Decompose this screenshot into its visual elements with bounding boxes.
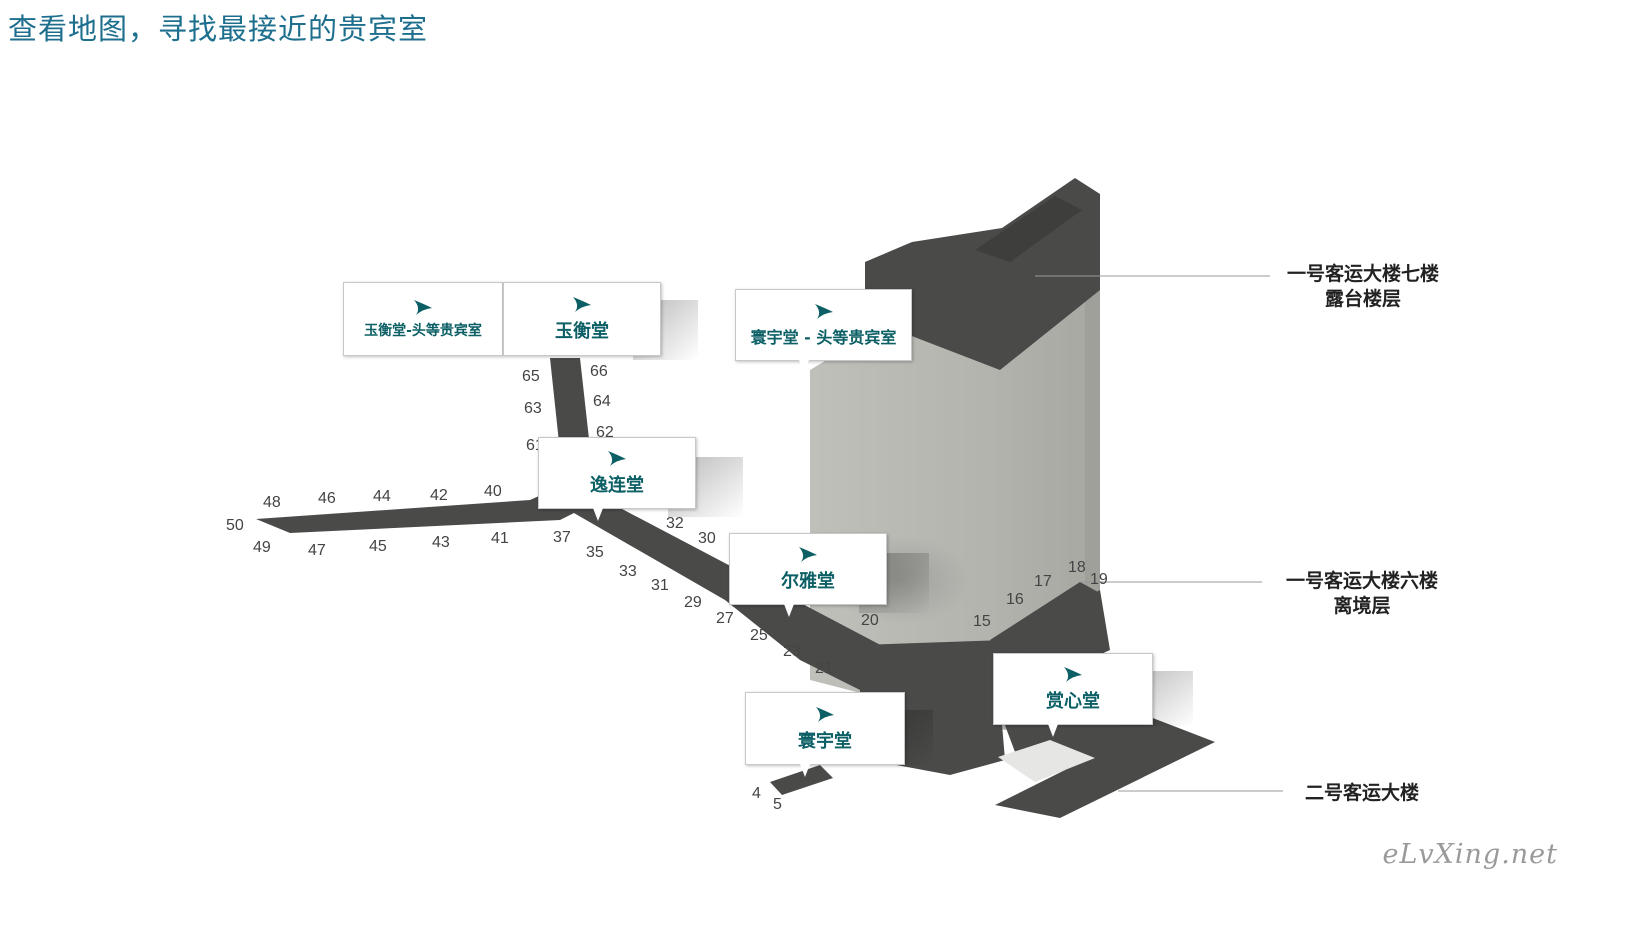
gate-18: 18 — [1068, 559, 1086, 576]
gate-48: 48 — [263, 494, 281, 511]
callout-pointer — [799, 360, 809, 373]
lounge-name: 尔雅堂 — [781, 571, 835, 592]
gate-19: 19 — [1090, 571, 1108, 588]
gate-46: 46 — [318, 490, 336, 507]
lounge-name: 玉衡堂 — [555, 321, 609, 342]
level-7-walkway — [975, 196, 1082, 262]
gate-5: 5 — [773, 796, 782, 813]
gate-41: 41 — [491, 530, 509, 547]
cathay-pacific-brushwing-icon — [414, 300, 432, 315]
callout-t1-level7-line1: 一号客运大楼七楼 — [1287, 262, 1439, 285]
callout-t2: 二号客运大楼 — [1305, 781, 1419, 804]
level-7-terrace — [865, 178, 1100, 370]
concourse-network — [256, 358, 1215, 818]
callout-pointer — [800, 764, 810, 777]
gate-63: 63 — [524, 400, 542, 417]
gate-50: 50 — [226, 517, 244, 534]
lounge-name: 寰宇堂 — [798, 730, 852, 752]
leader-lines — [1035, 275, 1283, 792]
terminal-2-link — [998, 740, 1095, 782]
north-pier — [550, 358, 590, 452]
lounge-name: 寰宇堂 - 头等贵宾室 — [750, 328, 897, 347]
gate-64: 64 — [593, 393, 611, 410]
gate-23: 23 — [783, 643, 801, 660]
gate-47: 47 — [308, 542, 326, 559]
gate-65: 65 — [522, 368, 540, 385]
gate-17: 17 — [1034, 573, 1052, 590]
lounge-name: 赏心堂 — [1046, 691, 1100, 712]
callout-t1-level6-line2: 离境层 — [1333, 594, 1390, 617]
gate-29: 29 — [684, 594, 702, 611]
cathay-pacific-brushwing-icon — [608, 451, 626, 466]
gate-42: 42 — [430, 487, 448, 504]
gate-21: 21 — [815, 660, 833, 677]
gate-15: 15 — [973, 613, 991, 630]
callout-pointer — [516, 355, 526, 368]
lounge-name: 逸连堂 — [590, 475, 644, 496]
gate-4: 4 — [752, 785, 761, 802]
page-title: 查看地图，寻找最接近的贵宾室 — [8, 12, 429, 46]
cathay-pacific-brushwing-icon — [1064, 667, 1082, 682]
callout-t1-level7-line2: 露台楼层 — [1325, 287, 1401, 310]
gate-49: 49 — [253, 539, 271, 556]
gate-66: 66 — [590, 363, 608, 380]
main-concourse — [560, 500, 890, 690]
gate-33: 33 — [619, 563, 637, 580]
gate-20: 20 — [861, 612, 879, 629]
cathay-pacific-brushwing-icon — [573, 297, 591, 312]
gate-16: 16 — [1006, 591, 1024, 608]
gate-43: 43 — [432, 534, 450, 551]
callout-pointer — [593, 508, 603, 521]
south-spur — [770, 765, 833, 795]
gate-27: 27 — [716, 610, 734, 627]
west-pier — [256, 492, 580, 533]
callout-t1-level6-line1: 一号客运大楼六楼 — [1286, 569, 1438, 592]
callout-pointer — [784, 604, 794, 617]
tower-side-face — [1085, 200, 1100, 700]
gate-40: 40 — [484, 483, 502, 500]
gate-32: 32 — [666, 515, 684, 532]
gate-30: 30 — [698, 530, 716, 547]
floor-callouts: 一号客运大楼七楼 露台楼层 一号客运大楼六楼 离境层 二号客运大楼 — [1286, 262, 1439, 804]
central-hub — [860, 590, 1110, 775]
east-pier — [990, 582, 1098, 655]
lounge-name: 玉衡堂-头等贵宾室 — [364, 323, 482, 339]
gate-35: 35 — [586, 544, 604, 561]
gate-31: 31 — [651, 577, 669, 594]
callout-pointer — [1048, 724, 1058, 737]
gate-62: 62 — [596, 424, 614, 441]
cathay-pacific-brushwing-icon — [816, 706, 834, 722]
gate-45: 45 — [369, 538, 387, 555]
gate-44: 44 — [373, 488, 391, 505]
gate-25: 25 — [750, 627, 768, 644]
cathay-pacific-brushwing-icon — [814, 304, 833, 319]
gate-37: 37 — [553, 529, 571, 546]
watermark: eLvXing.net — [1382, 839, 1558, 870]
gate-numbers: 4 5 15 16 17 18 19 20 21 23 25 27 29 30 … — [226, 363, 1108, 813]
cathay-pacific-brushwing-icon — [799, 547, 817, 562]
